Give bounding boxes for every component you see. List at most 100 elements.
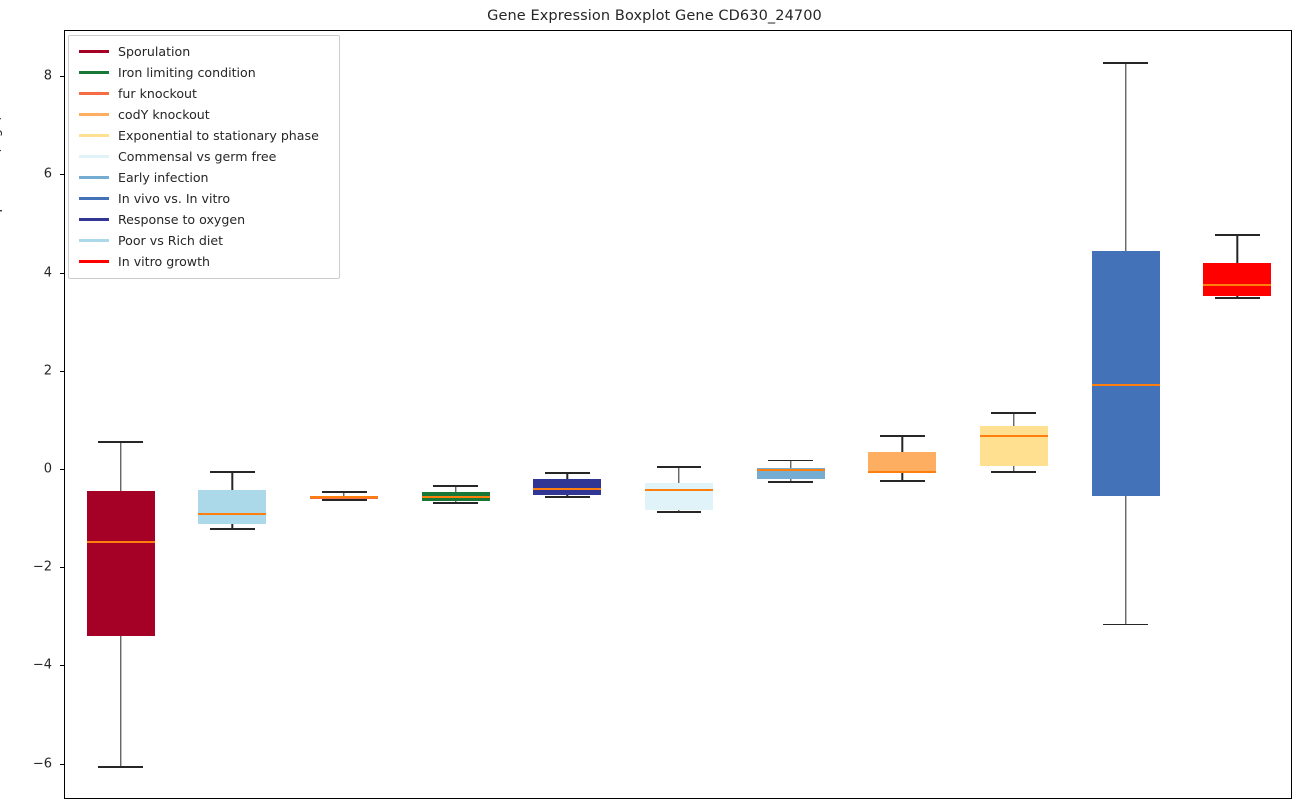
boxplot-box[interactable] [645, 31, 713, 798]
boxplot-box[interactable] [756, 31, 825, 798]
whisker-upper [231, 470, 234, 491]
legend-item-label: codY knockout [118, 107, 210, 122]
legend-item-label: Response to oxygen [118, 212, 246, 227]
whisker-lower [1124, 496, 1127, 624]
y-tick-mark [60, 665, 64, 667]
legend-color-swatch [79, 113, 109, 116]
boxplot-box[interactable] [1091, 31, 1160, 798]
y-tick-mark [60, 272, 64, 274]
legend-color-swatch [79, 155, 109, 158]
cap-lower [991, 470, 1037, 473]
median-line [310, 495, 379, 498]
y-tick-mark [60, 469, 64, 470]
whisker-lower [1236, 296, 1238, 298]
whisker-lower [678, 509, 680, 512]
median-line [86, 541, 155, 544]
box-rect[interactable] [979, 425, 1048, 467]
boxplot-box[interactable] [198, 31, 267, 798]
legend-color-swatch [79, 218, 109, 221]
whisker-upper [455, 485, 457, 493]
cap-lower [433, 501, 479, 504]
y-tick-label: −6 [32, 756, 52, 772]
box-rect[interactable] [1203, 262, 1272, 297]
cap-upper [433, 485, 479, 487]
box-rect[interactable] [868, 452, 937, 474]
median-line [756, 469, 825, 472]
legend-item-label: Commensal vs germ free [118, 149, 277, 164]
y-tick-label: 4 [43, 265, 52, 281]
whisker-lower [120, 635, 122, 767]
legend-item[interactable]: In vitro growth [75, 251, 333, 272]
median-line [1091, 383, 1160, 386]
box-rect[interactable] [198, 490, 267, 524]
legend-item[interactable]: Early infection [75, 167, 333, 188]
cap-lower [210, 527, 255, 530]
legend-item-label: In vitro growth [118, 254, 211, 269]
y-tick-label: 8 [43, 68, 52, 84]
legend-item[interactable]: Poor vs Rich diet [75, 230, 333, 251]
cap-lower [321, 498, 367, 501]
legend-item[interactable]: fur knockout [75, 83, 333, 104]
y-tick-mark [60, 763, 64, 765]
cap-upper [768, 459, 814, 462]
cap-upper [98, 441, 144, 443]
whisker-upper [566, 472, 569, 480]
whisker-lower [1013, 466, 1015, 471]
median-line [645, 489, 713, 492]
legend-item[interactable]: Exponential to stationary phase [75, 125, 333, 146]
cap-lower [656, 511, 702, 514]
y-tick-mark [60, 370, 64, 372]
legend-color-swatch [79, 239, 109, 242]
legend-item[interactable]: Sporulation [75, 41, 333, 62]
legend-item-label: Sporulation [118, 44, 191, 59]
cap-upper [656, 466, 702, 468]
boxplot-box[interactable] [533, 31, 602, 798]
legend-item-label: Poor vs Rich diet [118, 233, 224, 248]
whisker-upper [343, 491, 345, 496]
boxplot-box[interactable] [421, 31, 490, 798]
whisker-lower [455, 500, 457, 502]
median-line [868, 470, 937, 473]
y-tick-label: −2 [32, 559, 52, 575]
y-tick-mark [60, 567, 64, 569]
cap-upper [321, 491, 367, 493]
legend-item[interactable]: Response to oxygen [75, 209, 333, 230]
boxplot-box[interactable] [1203, 31, 1272, 798]
box-rect[interactable] [533, 479, 602, 495]
legend-item[interactable]: Commensal vs germ free [75, 146, 333, 167]
legend-item-label: In vivo vs. In vitro [118, 191, 231, 206]
y-tick-mark [60, 174, 64, 176]
legend-item[interactable]: In vivo vs. In vitro [75, 188, 333, 209]
legend-item-label: Early infection [118, 170, 209, 185]
legend-color-swatch [79, 92, 109, 95]
legend-item[interactable]: Iron limiting condition [75, 62, 333, 83]
whisker-upper [1013, 412, 1015, 426]
cap-lower [544, 496, 590, 499]
box-rect[interactable] [86, 491, 155, 636]
y-tick-label: −4 [32, 657, 52, 673]
cap-lower [98, 766, 144, 768]
legend-item[interactable]: codY knockout [75, 104, 333, 125]
median-line [979, 435, 1048, 438]
legend-item-label: Iron limiting condition [118, 65, 256, 80]
boxplot-box[interactable] [310, 31, 379, 798]
boxplot-box[interactable] [979, 31, 1048, 798]
y-tick-label: 0 [43, 461, 52, 477]
whisker-upper [120, 441, 122, 492]
whisker-lower [566, 494, 569, 497]
box-rect[interactable] [1091, 250, 1160, 496]
cap-upper [879, 435, 925, 437]
legend-color-swatch [79, 134, 109, 137]
y-tick-label: 6 [43, 166, 52, 182]
boxplot-box[interactable] [86, 31, 155, 798]
box-rect[interactable] [645, 483, 713, 510]
whisker-upper [1124, 61, 1127, 251]
boxplot-box[interactable] [868, 31, 937, 798]
median-line [198, 513, 267, 516]
box-rect[interactable] [756, 467, 825, 480]
whisker-upper [1236, 234, 1238, 263]
whisker-upper [678, 466, 680, 484]
legend-color-swatch [79, 71, 109, 74]
